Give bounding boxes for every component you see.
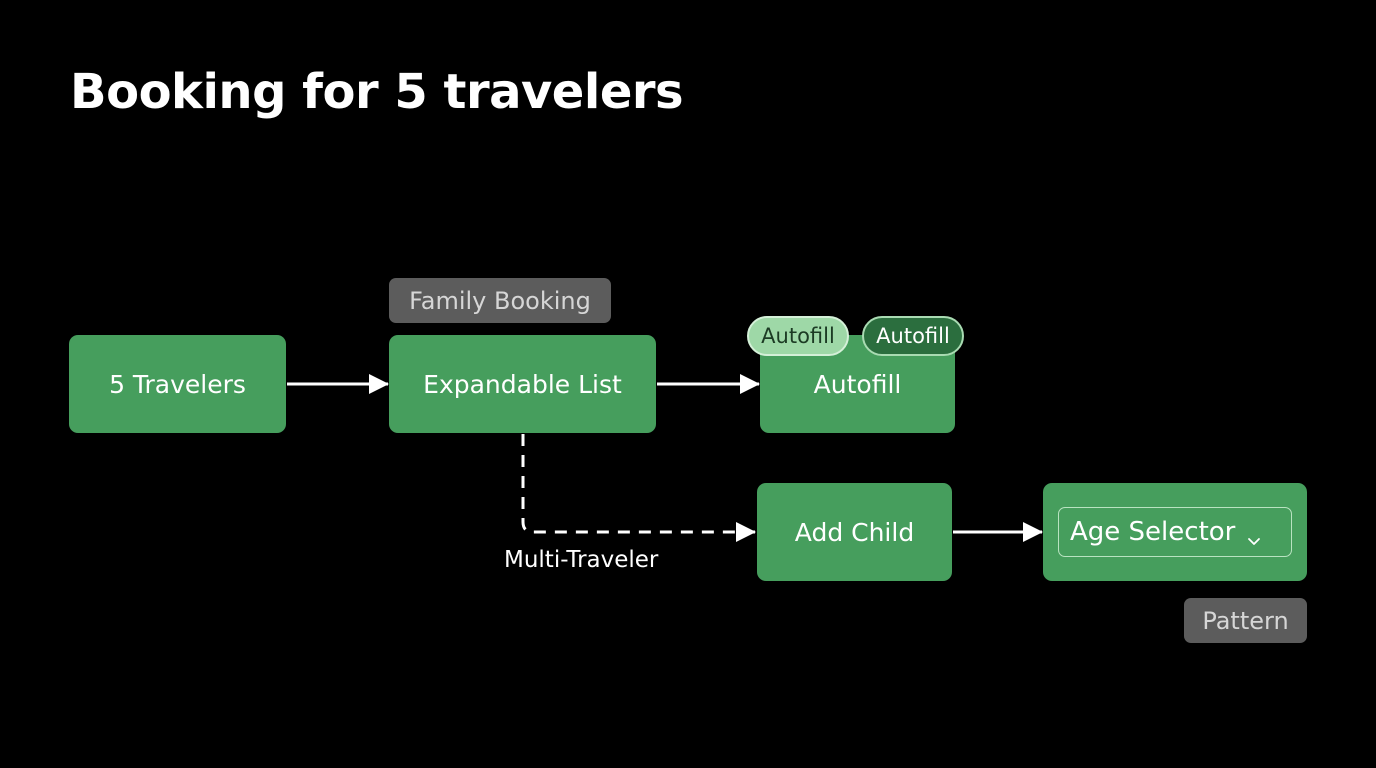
node-add-child[interactable]: Add Child <box>757 483 952 581</box>
chip-autofill-suggestion-secondary[interactable]: Autofill <box>862 316 964 356</box>
tag-family-booking: Family Booking <box>389 278 611 323</box>
node-age-selector-container <box>1043 483 1307 581</box>
node-5-travelers[interactable]: 5 Travelers <box>69 335 286 433</box>
age-selector-label: Age Selector <box>1070 517 1236 547</box>
chevron-down-icon <box>1247 525 1261 545</box>
page-title: Booking for 5 travelers <box>70 64 684 120</box>
node-expandable-list[interactable]: Expandable List <box>389 335 656 433</box>
arrow-list-to-add-child-dashed <box>521 434 756 542</box>
age-selector-dropdown[interactable]: Age Selector <box>1058 507 1292 557</box>
chip-autofill-suggestion[interactable]: Autofill <box>747 316 849 356</box>
tag-pattern: Pattern <box>1184 598 1307 643</box>
edge-label-multi-traveler: Multi-Traveler <box>504 547 659 573</box>
